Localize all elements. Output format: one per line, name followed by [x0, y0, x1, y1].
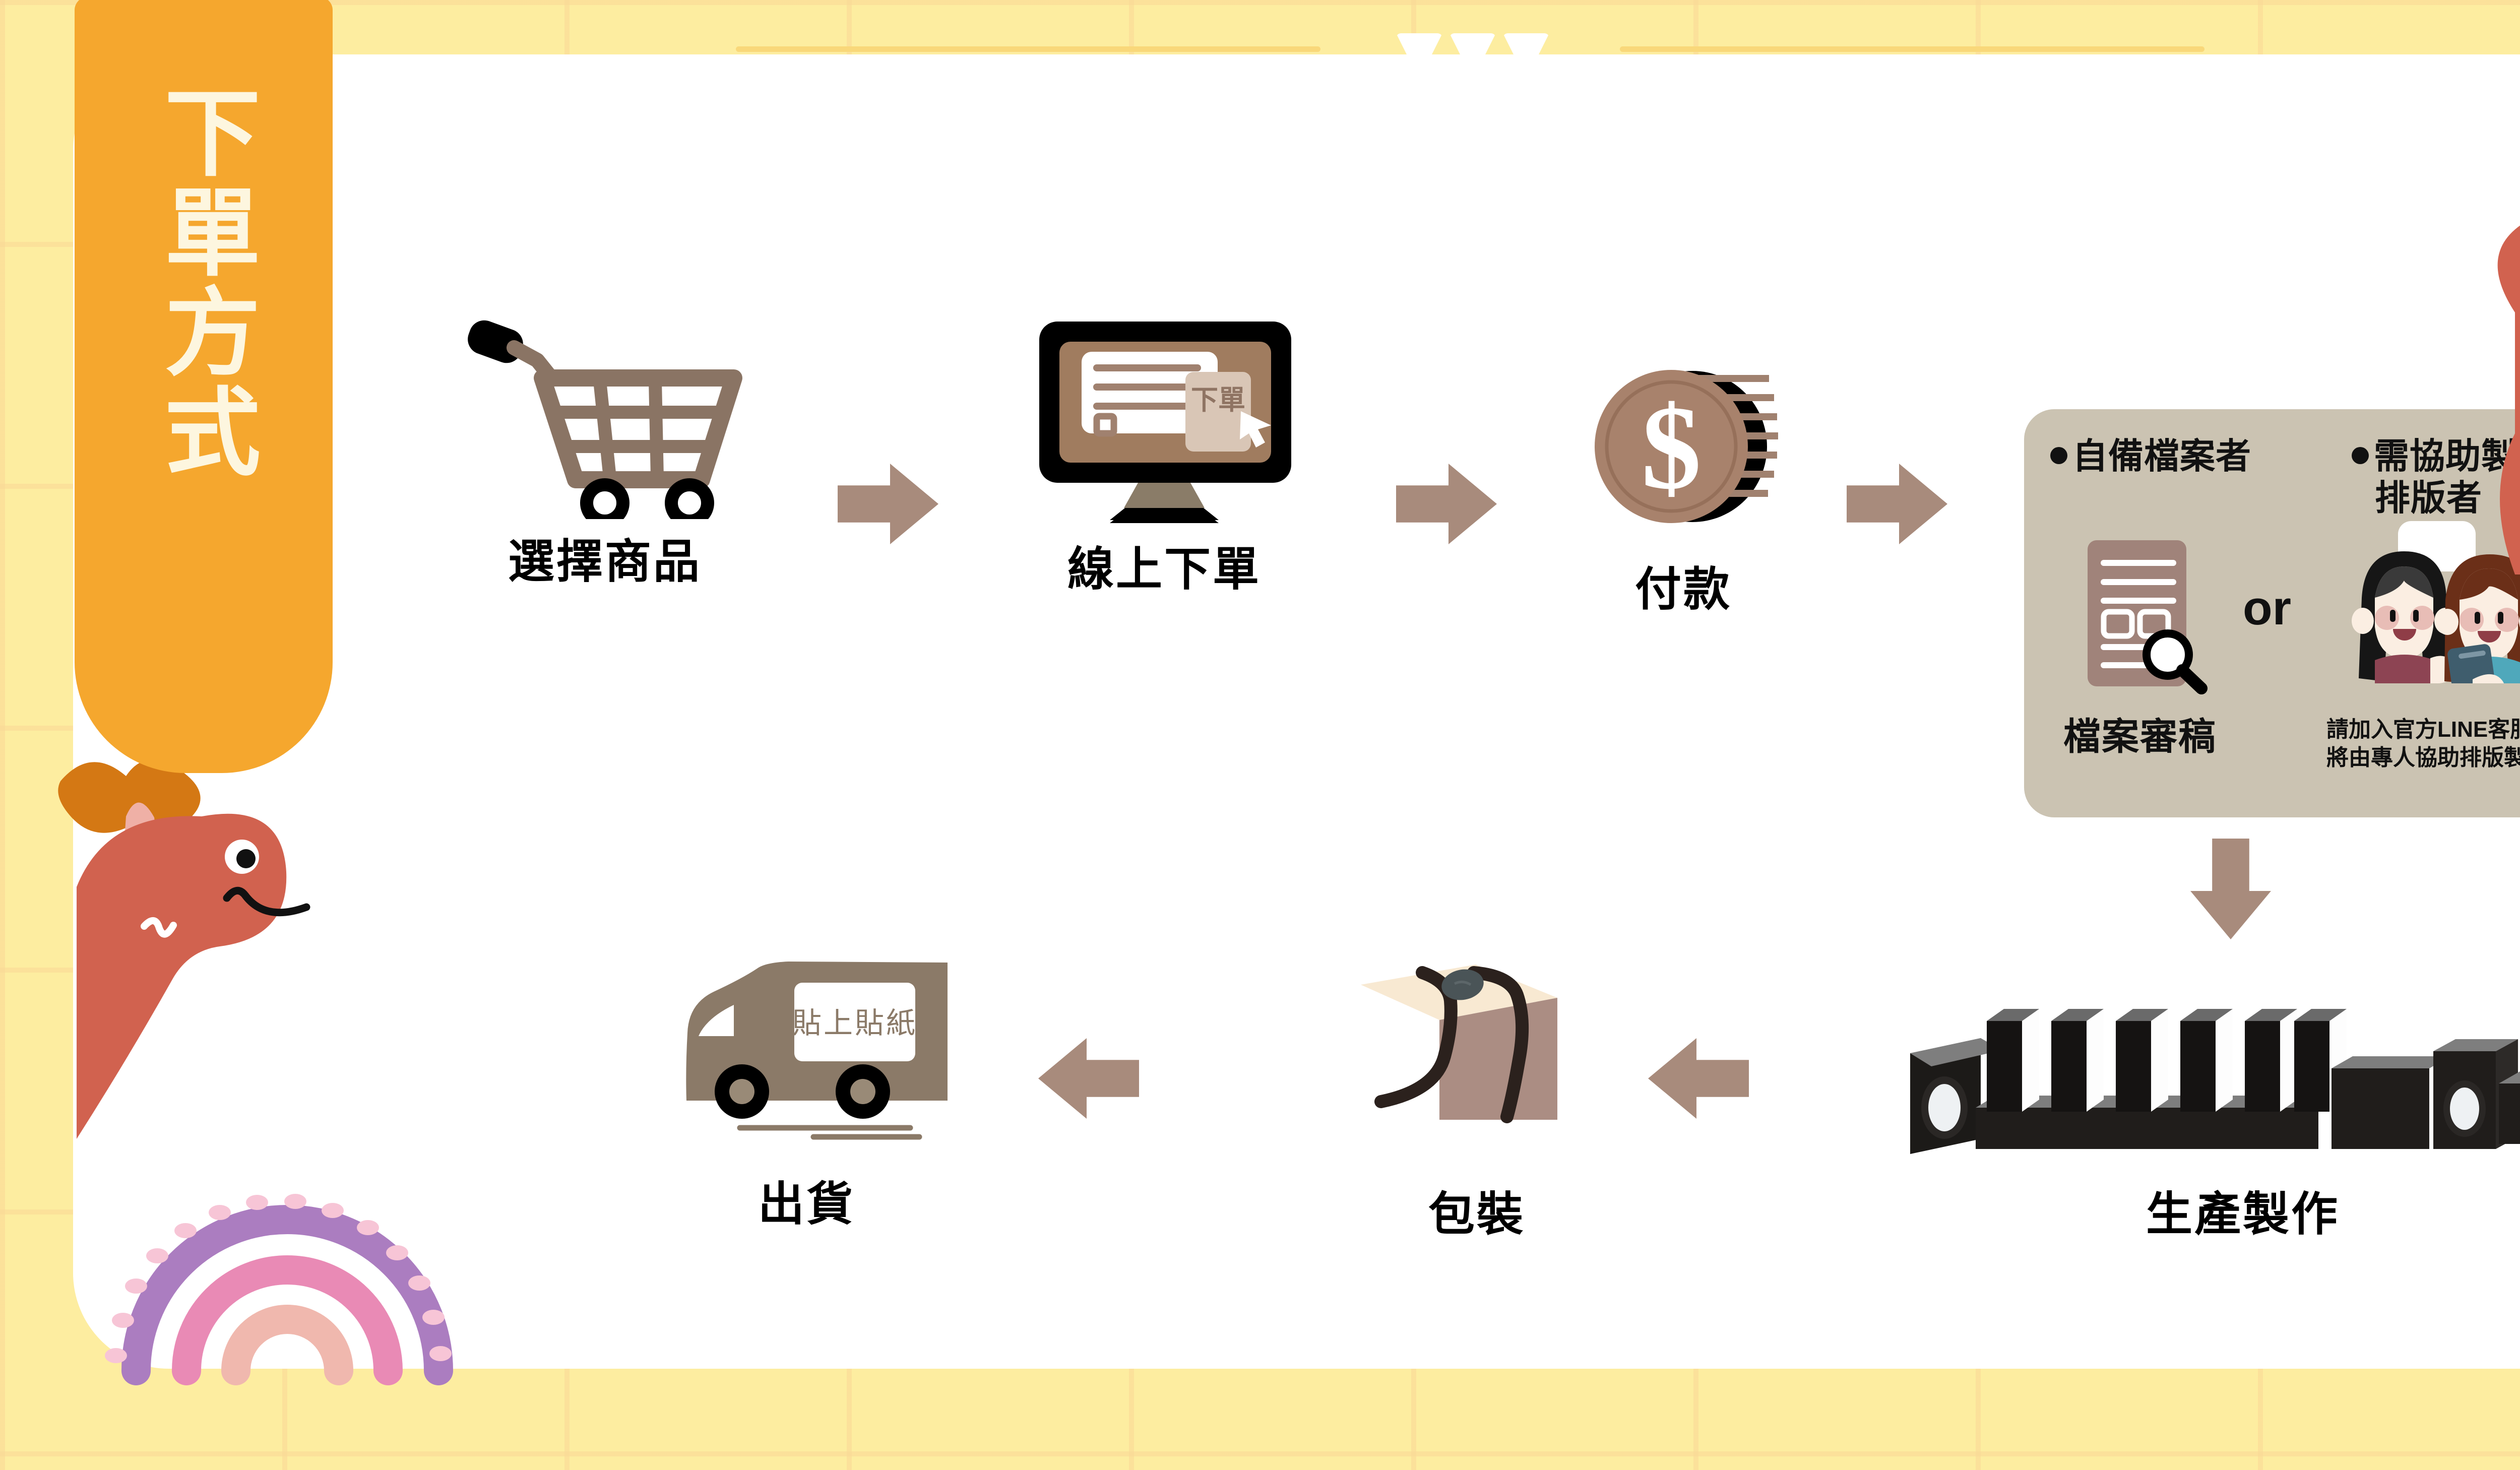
decor-line-right [1620, 46, 2204, 52]
dinosaur-right-decoration [2497, 225, 2520, 574]
delivery-truck-icon: 貼上貼紙 [686, 962, 969, 1140]
shopping-cart-icon [468, 320, 742, 519]
monitor-icon: 下單 [1039, 322, 1291, 523]
step-label: 付款 [1634, 564, 1732, 615]
customer-service-icon [2352, 521, 2520, 683]
line-service-note-line2: 將由專人協助排版製作！ [2326, 745, 2520, 771]
option-right-heading-line2: 排版者 [2375, 478, 2482, 518]
rainbow-decoration [105, 1194, 453, 1385]
page-title: 下單方式 [75, 83, 333, 702]
or-separator-label: or [2243, 581, 2291, 635]
bullet-dot-icon [2050, 447, 2067, 464]
file-option-card: 自備檔案者 需協助製作 排版者 檔案審稿 or [2024, 409, 2520, 817]
option-left-caption: 檔案審稿 [2063, 716, 2217, 757]
page-title-text: 下單方式 [150, 83, 258, 482]
line-service-note-line1: 請加入官方LINE客服， [2326, 717, 2520, 742]
step-packaging: 包裝 [1336, 937, 1618, 1244]
step-production: 生產製作 [1895, 988, 2520, 1244]
screen-order-button-label: 下單 [1191, 385, 1245, 415]
dinosaur-left-decoration [58, 759, 310, 1139]
title-banner: 下單方式 [75, 0, 333, 773]
coin-icon: $ [1595, 370, 1778, 523]
line-service-note: 請加入官方LINE客服， 將由專人協助排版製作！ [2326, 716, 2520, 773]
step-label: 出貨 [758, 1179, 855, 1230]
step-label: 線上下單 [1067, 544, 1261, 595]
step-online-order: 下單 線上下單 [1003, 312, 1326, 599]
step-label: 包裝 [1428, 1189, 1525, 1240]
option-right-heading: 需協助製作 排版者 [2352, 435, 2520, 519]
package-box-icon [1361, 965, 1557, 1123]
step-payment: $ 付款 [1557, 353, 1809, 619]
coin-dollar-symbol: $ [1642, 381, 1702, 514]
option-right-heading-line1: 需協助製作 [2374, 436, 2520, 476]
option-left-heading-text: 自備檔案者 [2072, 436, 2251, 476]
bullet-dot-icon [2352, 447, 2369, 464]
step-select-product: 選擇商品 [444, 302, 766, 591]
production-machine-icon [1910, 1009, 2520, 1154]
step-label: 生產製作 [2146, 1189, 2340, 1240]
truck-sign-label: 貼上貼紙 [792, 1007, 917, 1040]
step-shipping: 貼上貼紙 出貨 [650, 947, 969, 1234]
decor-line-left [736, 46, 1320, 52]
option-left-heading: 自備檔案者 [2050, 435, 2251, 477]
step-label: 選擇商品 [508, 536, 702, 588]
document-magnifier-icon [2088, 540, 2208, 694]
